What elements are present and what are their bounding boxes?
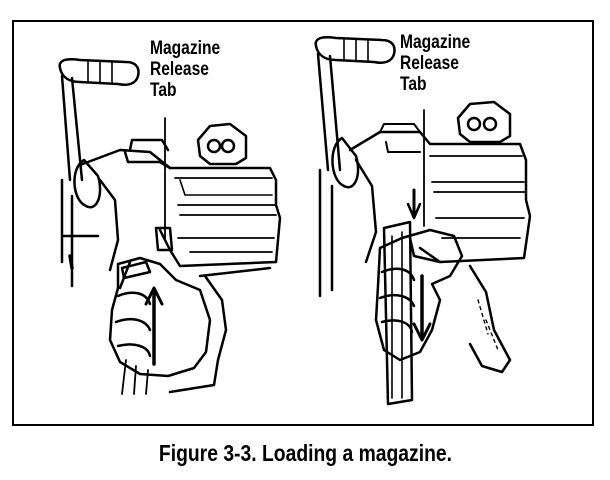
right-magazine-release-label: Magazine Release Tab [400,32,470,95]
left-hand [108,256,212,378]
right-label-line-1: Magazine [400,32,471,53]
right-label-line-3: Tab [400,74,427,95]
left-receiver [78,148,282,268]
right-weapon-drawing [314,36,532,406]
left-pistol-grip [168,274,228,394]
right-receiver [348,130,532,264]
figure-caption: Figure 3-3. Loading a magazine. [0,440,610,467]
left-label-line-1: Magazine [150,38,221,59]
left-magazine-release-label: Magazine Release Tab [150,38,220,101]
right-pistol-grip [468,264,512,374]
figure-caption-text: Figure 3-3. Loading a magazine. [158,440,452,466]
right-charging-handle [314,36,396,64]
left-rear-sight [196,122,248,166]
right-rear-sight [456,100,512,144]
left-label-line-3: Tab [150,80,177,101]
left-weapon-drawing [58,58,282,395]
figure-frame [12,20,594,426]
right-magazine [382,220,414,406]
right-hand [374,228,464,362]
left-label-line-2: Release [150,59,209,80]
right-label-line-2: Release [400,53,459,74]
